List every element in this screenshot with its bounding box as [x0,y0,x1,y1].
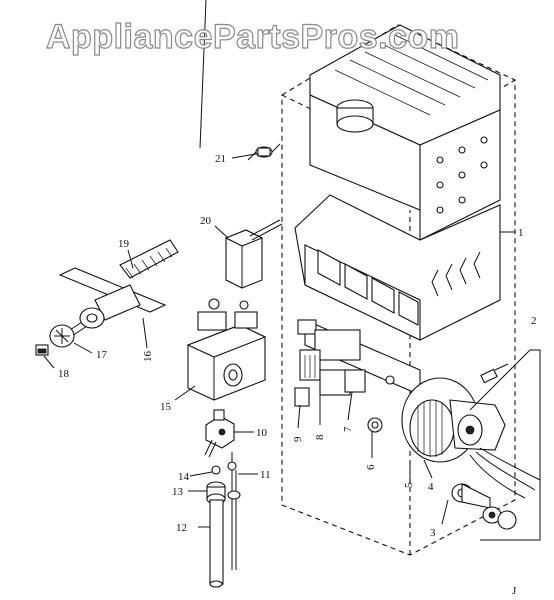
callout-5: 5 [403,482,415,488]
callout-9: 9 [292,436,304,442]
callout-6: 6 [365,464,377,470]
pilot-assembly [204,409,241,570]
blower-assembly [401,363,541,530]
callout-18: 18 [58,368,70,380]
limit-switch [247,143,281,161]
callout-7: 7 [342,426,354,432]
heat-exchanger-assembly [294,24,501,396]
callout-8: 8 [314,434,326,440]
callout-bracket-2 [469,349,541,541]
callout-17: 17 [96,349,108,361]
corner-mark: J [512,585,517,597]
callout-19: 19 [118,238,130,250]
callout-3: 3 [430,527,436,539]
callout-16: 16 [142,351,154,363]
callout-13: 13 [172,486,184,498]
callout-4: 4 [428,481,434,493]
burner-assembly [35,239,179,356]
junction-box [224,219,283,289]
callout-11: 11 [260,469,271,481]
leader-lines [43,153,515,528]
callout-20: 20 [200,215,212,227]
callout-2: 2 [531,315,537,327]
gas-valve [186,298,267,401]
callout-14: 14 [178,471,190,483]
control-board-assembly [294,319,395,433]
callout-12: 12 [176,522,187,534]
reference-line [199,0,207,149]
callout-10: 10 [256,427,268,439]
watermark: AppliancePartsPros.com [46,18,459,56]
callout-15: 15 [160,401,172,413]
callout-labels: 1 2 3 4 5 6 7 8 9 10 11 12 13 14 15 16 1… [58,153,537,597]
manifold-pipe [206,481,226,588]
callout-21: 21 [215,153,226,165]
callout-1: 1 [518,227,524,239]
